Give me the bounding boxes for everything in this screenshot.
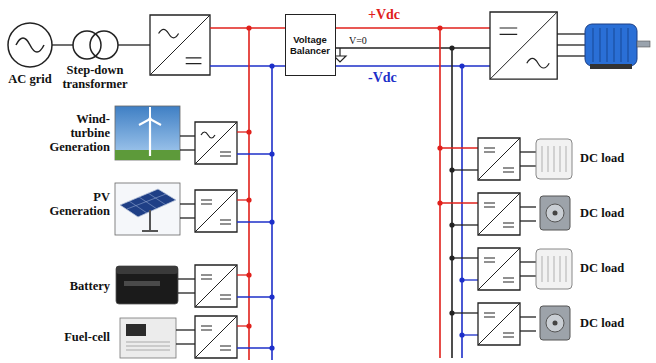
dc-dc-converter xyxy=(478,248,520,290)
source-label-text: Battery xyxy=(70,279,110,293)
bus-voltage-label-text: +Vdc xyxy=(368,7,400,22)
bus-voltage-label: +Vdc xyxy=(368,8,418,22)
load-label: DC load xyxy=(580,261,652,275)
ground-symbol xyxy=(334,48,346,62)
battery-picture xyxy=(116,266,178,304)
wind-turbine-picture xyxy=(115,106,180,160)
load-label-text: DC load xyxy=(580,316,624,330)
wire xyxy=(118,44,150,45)
source-label: Battery xyxy=(40,279,110,293)
box-text: Voltage Balancer xyxy=(289,34,332,56)
load-label: DC load xyxy=(580,316,652,330)
dc-dc-converter xyxy=(195,190,237,232)
wire xyxy=(176,136,195,344)
stepper-motor-picture xyxy=(540,196,570,340)
fuel-cell-picture xyxy=(120,318,176,358)
bus-tap-wire xyxy=(237,132,272,348)
source-label-text: Wind-turbine Generation xyxy=(50,112,110,154)
voltage-balancer-box: Voltage Balancer xyxy=(285,14,336,76)
load-label-text: DC load xyxy=(580,261,624,275)
dc-bus xyxy=(210,28,490,360)
ac-motor-picture xyxy=(585,24,650,69)
source-label-text: Fuel-cell xyxy=(64,330,110,344)
dc-dc-converter xyxy=(195,265,237,307)
source-label: Fuel-cell xyxy=(40,330,110,344)
wire xyxy=(520,152,536,331)
dc-dc-converter xyxy=(478,303,520,345)
load-label-text: DC load xyxy=(580,151,624,165)
ac-dc-converter xyxy=(195,122,237,164)
junction-dot xyxy=(246,25,464,68)
ac-grid-symbol xyxy=(8,23,52,67)
source-label: Wind-turbine Generation xyxy=(46,112,110,154)
wire xyxy=(557,34,585,56)
junction-dot xyxy=(437,145,464,337)
bus-tap-wire xyxy=(440,148,478,335)
ac-dc-converter xyxy=(150,15,210,75)
load-label-text: DC load xyxy=(580,206,624,220)
wire xyxy=(52,44,73,45)
dc-ac-converter xyxy=(490,12,557,79)
junction-dot xyxy=(246,129,274,350)
dc-dc-converter xyxy=(478,138,520,180)
source-label-text: PV Generation xyxy=(50,190,110,218)
dc-dc-converter xyxy=(195,316,237,358)
dc-dc-converter xyxy=(478,193,520,235)
bus-voltage-label-text: -Vdc xyxy=(368,70,397,85)
source-label: PV Generation xyxy=(46,190,110,218)
component-label-text: AC grid xyxy=(8,72,51,86)
component-label-text: Step-down transformer xyxy=(62,63,127,91)
load-label: DC load xyxy=(580,206,652,220)
neutral-voltage-label: V=0 xyxy=(349,34,383,48)
component-label: Step-down transformer xyxy=(60,63,130,91)
heater-load-picture xyxy=(536,139,572,289)
bus-voltage-label: -Vdc xyxy=(368,71,418,85)
neutral-voltage-label-text: V=0 xyxy=(349,35,367,46)
load-label: DC load xyxy=(580,151,652,165)
component-label: AC grid xyxy=(0,72,60,86)
pv-panel-picture xyxy=(115,183,180,235)
transformer-symbol xyxy=(73,31,118,59)
